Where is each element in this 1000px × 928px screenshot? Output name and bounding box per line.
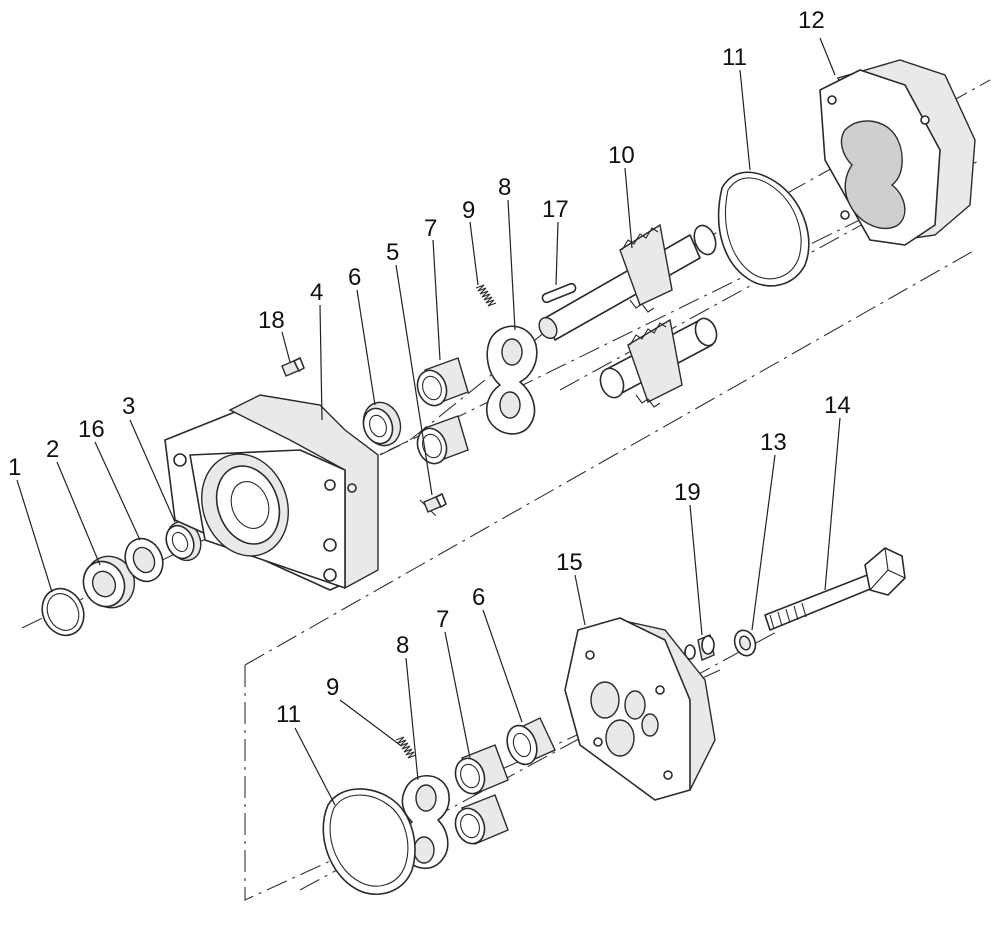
part-7-needle-bearings-upper [416,357,469,465]
leader-lines [16,37,841,806]
part-12-rear-housing [819,59,976,246]
callout-3: 3 [122,393,135,420]
callout-13: 13 [760,429,787,456]
callout-19: 19 [674,479,701,506]
callout-17: 17 [542,196,569,223]
part-10-gear-shafts [538,223,718,408]
part-13-washer [733,629,757,657]
part-11-seal-upper [717,171,810,287]
callout-8-upper: 8 [498,174,511,201]
callout-15: 15 [556,549,583,576]
callout-11-lower: 11 [276,701,301,728]
callout-4: 4 [310,279,323,306]
callout-1: 1 [8,454,21,481]
callout-16: 16 [78,416,105,443]
callout-18: 18 [258,307,285,334]
callout-6-lower: 6 [472,584,485,611]
part-7-needle-bearings-lower [454,744,509,845]
callout-7-lower: 7 [436,606,449,633]
part-15-rear-plate [564,617,716,801]
part-6-ring-lower [506,717,556,766]
callout-9-upper: 9 [462,197,475,224]
part-14-bolt [764,547,906,631]
part-16-washer [124,537,164,583]
part-9-spring-upper [475,284,497,307]
callout-8-lower: 8 [396,632,409,659]
callout-12: 12 [798,7,825,34]
callouts: 1 2 16 3 4 18 6 5 7 9 8 17 10 11 12 14 1… [8,7,851,728]
part-11-seal-lower [322,788,416,895]
callout-10: 10 [608,142,635,169]
callout-14: 14 [824,392,851,419]
callout-11-upper: 11 [722,44,747,71]
part-4-front-housing [164,394,379,591]
callout-5: 5 [386,239,399,266]
callout-7-upper: 7 [424,215,437,242]
part-17-key [541,282,577,304]
callout-2: 2 [46,436,59,463]
part-8-wear-plate-upper [485,325,538,435]
part-5-screw [423,493,447,513]
callout-9-lower: 9 [326,674,339,701]
part-19-valve [684,634,715,661]
part-6-ring-upper [362,401,402,447]
callout-6-upper: 6 [348,264,361,291]
part-9-spring-lower [395,736,417,759]
part-1-retaining-ring [41,587,85,637]
part-3-seal [165,520,202,562]
part-18-screw [281,357,305,377]
